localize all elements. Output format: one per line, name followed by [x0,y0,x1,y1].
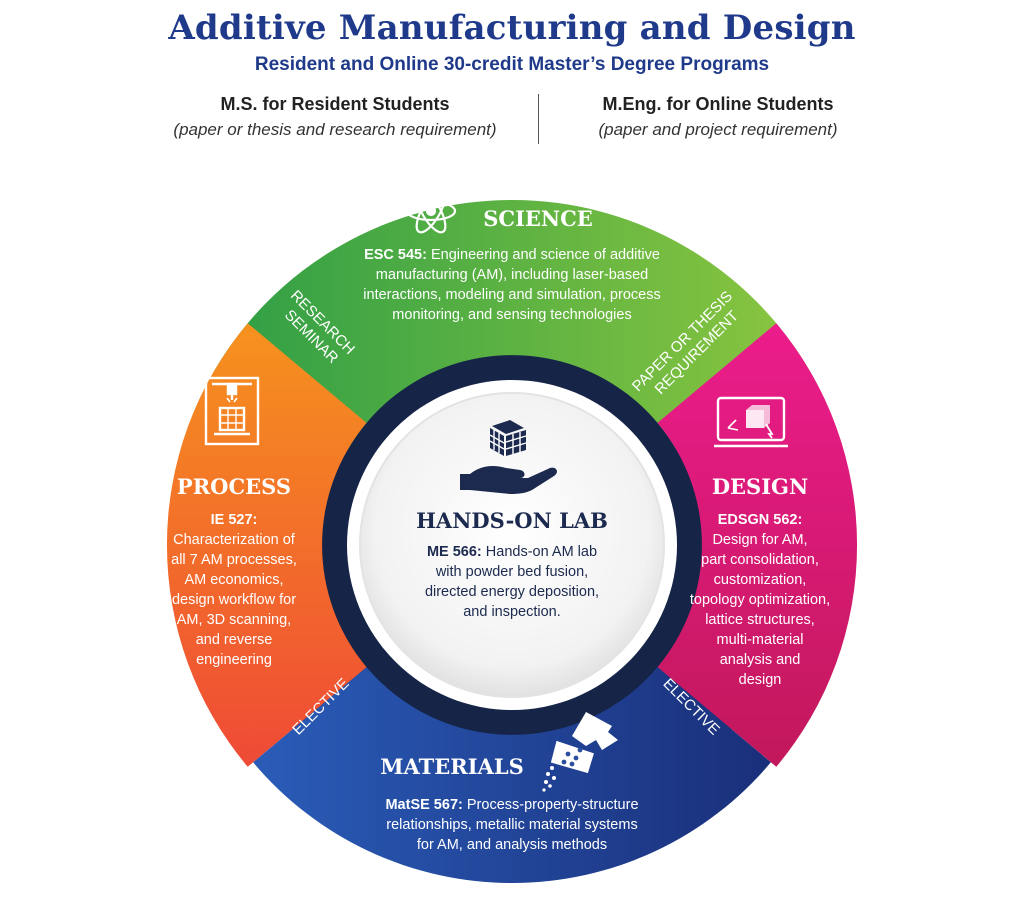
design-line-5: lattice structures, [705,612,815,628]
program-ms-heading: M.S. for Resident Students [220,94,450,114]
design-line-8: design [739,672,782,688]
process-title: PROCESS [177,474,291,499]
process-line-6: and reverse [196,632,273,648]
program-divider [538,94,539,144]
atom-icon [405,188,457,234]
science-line-2: manufacturing (AM), including laser-base… [376,267,648,283]
design-title: DESIGN [712,474,808,499]
design-line-3: customization, [714,572,807,588]
process-line-4: design workflow for [172,592,296,608]
science-line-3: interactions, modeling and simulation, p… [363,287,660,303]
center-title: HANDS-ON LAB [416,508,608,533]
design-line-2: part consolidation, [701,552,819,568]
page-subtitle: Resident and Online 30-credit Master’s D… [254,54,770,75]
science-line-4: monitoring, and sensing technologies [392,307,631,323]
science-segment [213,199,811,450]
program-meng: M.Eng. for Online Students (paper and pr… [548,94,888,140]
science-line-1: ESC 545: Engineering and science of addi… [364,247,660,263]
design-line-4: topology optimization, [690,592,830,608]
process-line-7: engineering [196,652,272,668]
materials-segment [253,667,771,884]
program-meng-requirement: (paper and project requirement) [598,120,838,139]
process-line-2: all 7 AM processes, [171,552,297,568]
process-line-5: AM, 3D scanning, [177,612,291,628]
process-line-3: AM economics, [184,572,283,588]
laptop-cube-icon [714,396,788,448]
program-ms-requirement: (paper or thesis and research requiremen… [173,120,497,139]
design-line-6: multi-material [716,632,803,648]
design-segment [657,323,858,767]
materials-line-1: MatSE 567: Process-property-structure [385,797,638,813]
materials-title: MATERIALS [380,754,524,779]
page-title: Additive Manufacturing and Design [168,8,856,48]
process-line-1: Characterization of [173,532,296,548]
process-code: IE 527: [211,512,258,528]
design-line-7: analysis and [720,652,801,668]
center-line-3: directed energy deposition, [425,584,599,600]
materials-line-3: for AM, and analysis methods [417,837,607,853]
center-circle [359,392,665,698]
center-line-4: and inspection. [463,604,561,620]
science-title: SCIENCE [483,206,593,231]
program-meng-heading: M.Eng. for Online Students [602,94,834,114]
center-line-1: ME 566: Hands-on AM lab [427,544,597,560]
program-ms: M.S. for Resident Students (paper or the… [140,94,530,140]
design-line-1: Design for AM, [712,532,807,548]
hand-cube-icon [460,420,557,494]
3d-printer-icon [204,376,260,446]
design-code: EDSGN 562: [718,512,803,528]
powder-pour-icon [542,712,618,792]
center-line-2: with powder bed fusion, [435,564,588,580]
materials-line-2: relationships, metallic material systems [386,817,637,833]
